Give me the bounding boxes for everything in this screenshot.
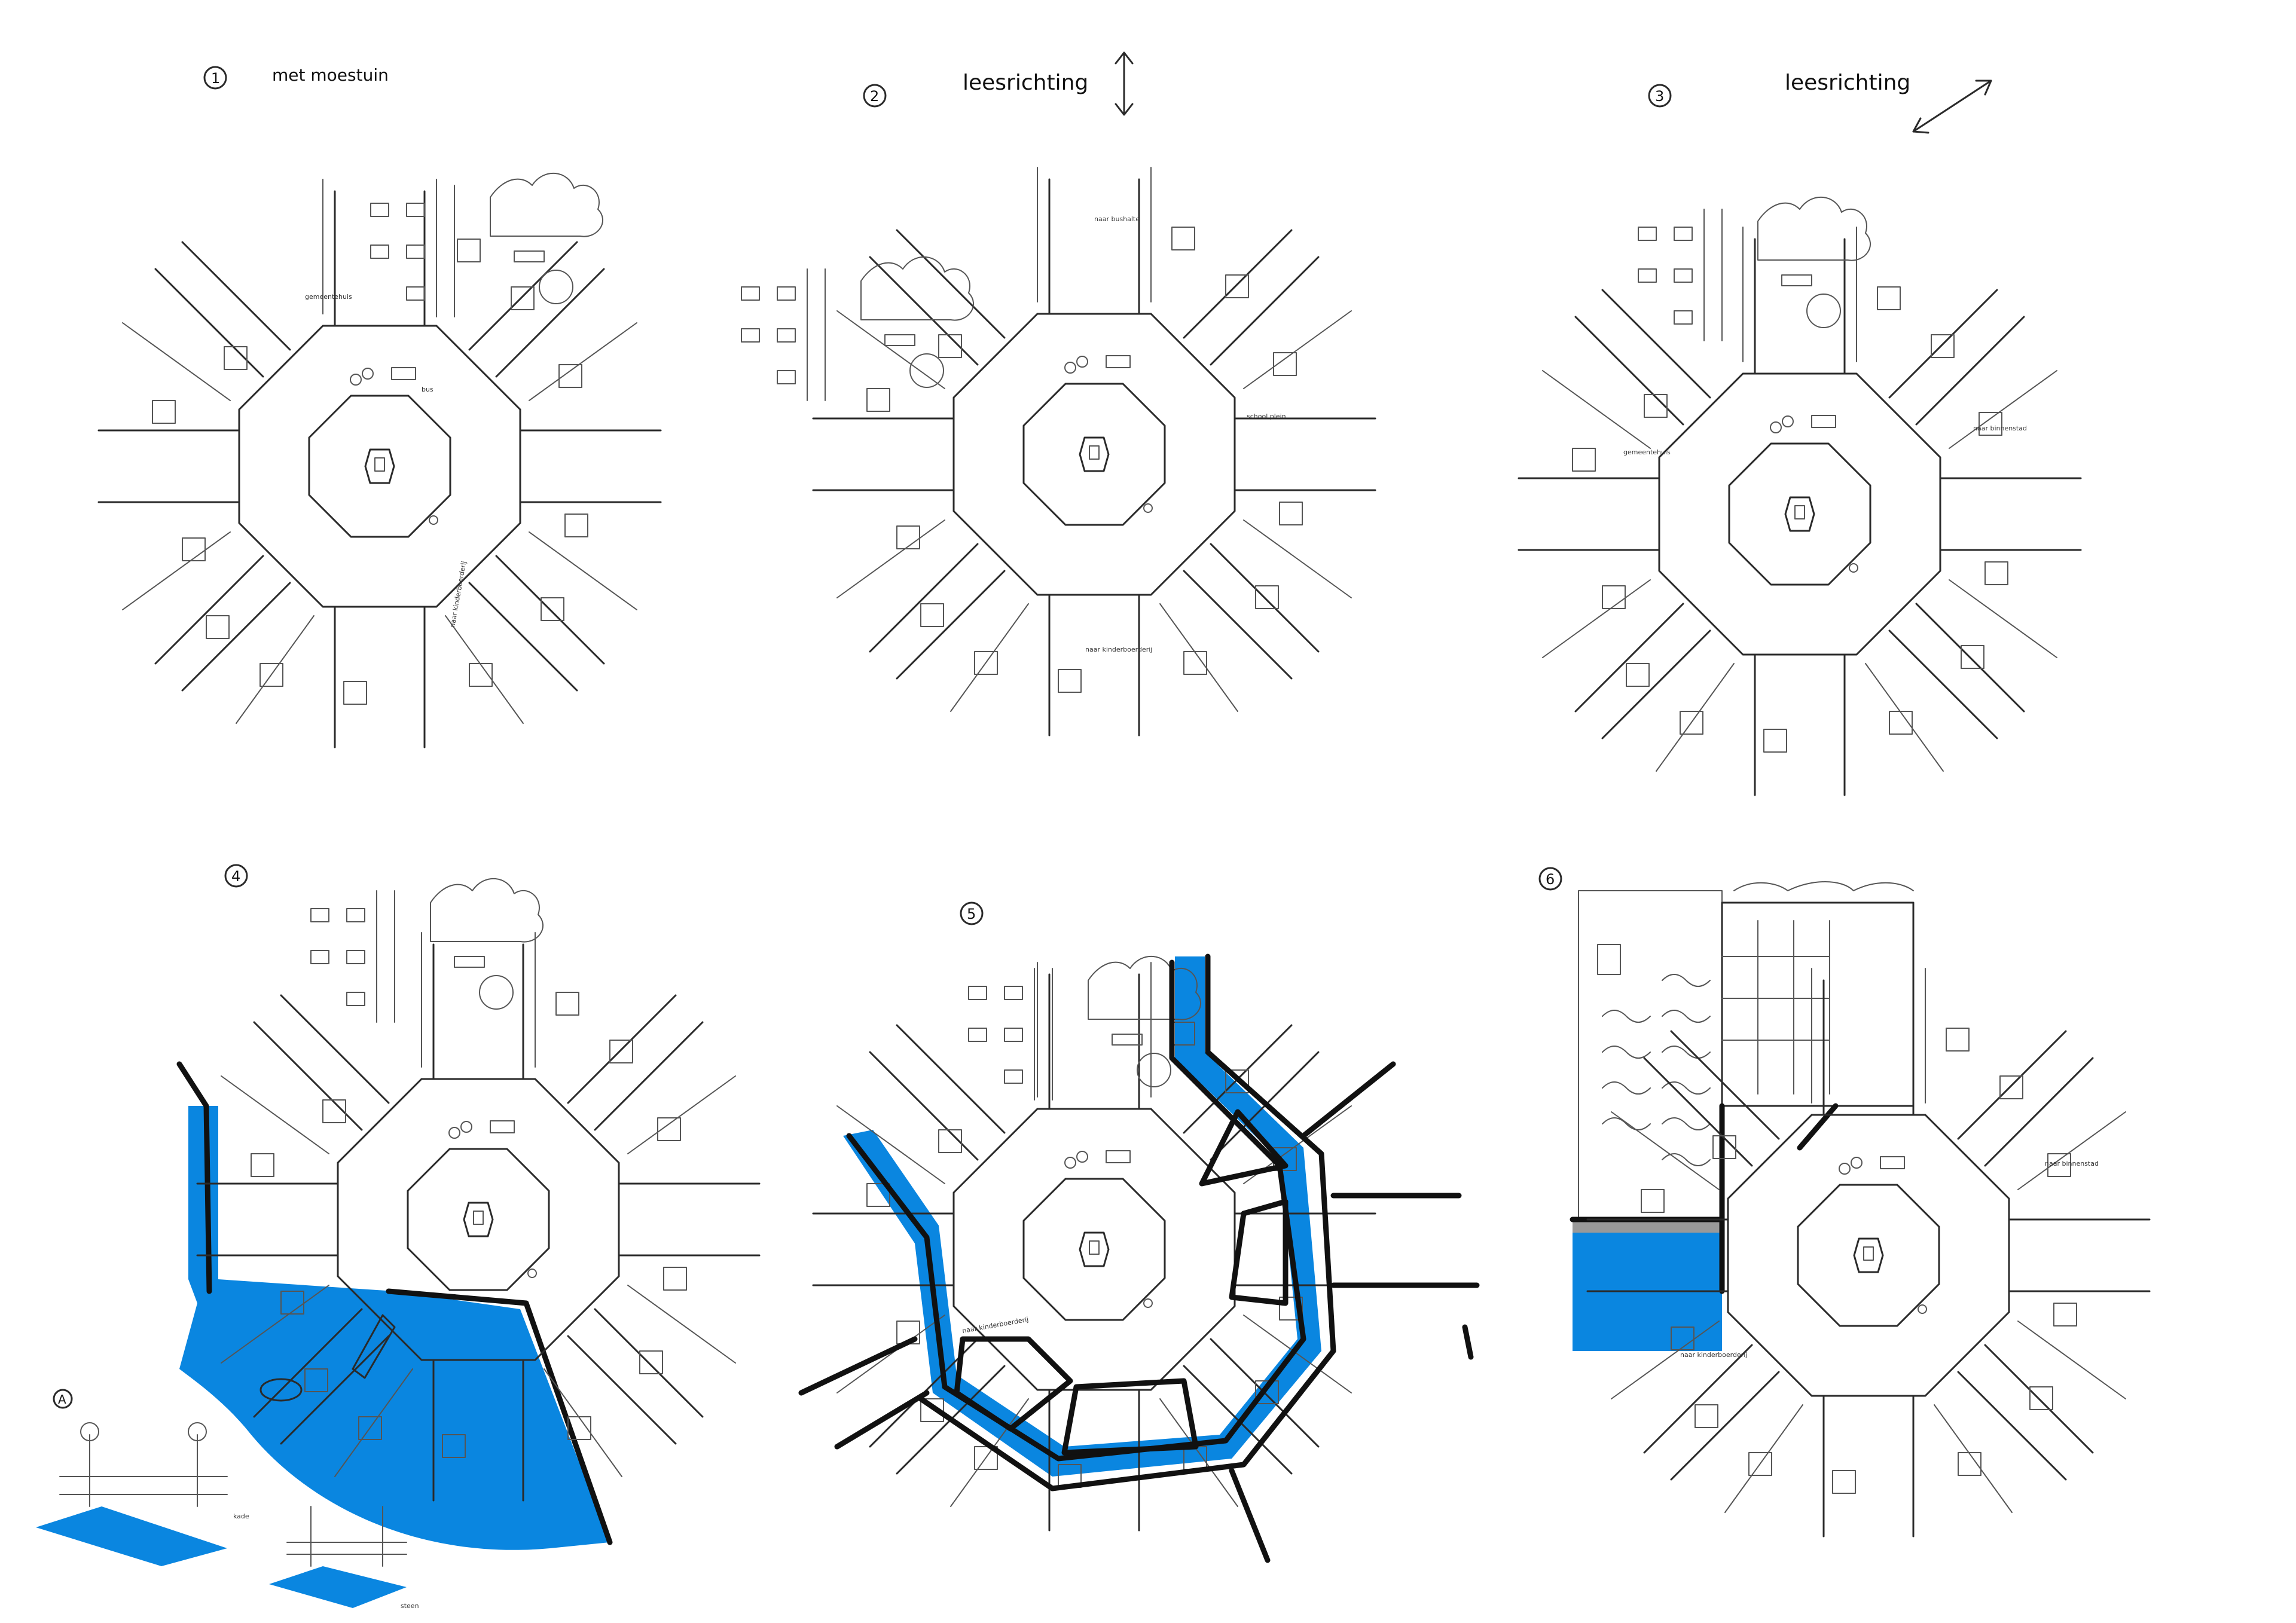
- panel-4-inset-quay-water: [36, 1506, 227, 1566]
- panel-2-naar-kinderboerderij: naar kinderboerderij: [1085, 646, 1152, 653]
- panel-4-inset-kade: kade: [233, 1512, 249, 1520]
- panel-2-naar-bushalte: naar bushalte: [1094, 215, 1140, 223]
- panel-1-vegetable-garden: [370, 172, 604, 317]
- panel-1-roundabout: [97, 178, 662, 748]
- panel-1-gemeentehuis: gemeentehuis: [305, 293, 352, 301]
- panel-5: 5 naar kinderboerderij: [798, 901, 1480, 1563]
- panel-1-number-badge: [203, 66, 227, 90]
- panel-2-caption: leesrichting: [963, 71, 1088, 95]
- panel-2: 2 leesrichting naar bushalte naar kinder…: [741, 51, 1376, 736]
- panel-2-vegetable-garden: [741, 256, 975, 401]
- panel-2-schoolplein: school plein: [1247, 412, 1286, 420]
- panel-1-number: 1: [211, 70, 220, 87]
- panel-4-inset-steen: steen: [401, 1602, 419, 1610]
- panel-3-reading-direction-arrow-icon: [1912, 80, 1992, 134]
- panel-4-boat-icon: [259, 1378, 303, 1402]
- panel-2-number-badge: [863, 84, 887, 108]
- panel-1-caption: met moestuin: [272, 65, 389, 85]
- panel-2-number: 2: [870, 88, 879, 105]
- panel-6-naar-kinderboerderij: naar kinderboerderij: [1680, 1351, 1747, 1359]
- panel-3-number-badge: [1648, 84, 1672, 108]
- panel-1-naar-kinderboerderij: naar kinderboerderij: [448, 561, 468, 628]
- panel-3: 3 leesrichting naar binnenstad gemeenteh…: [1518, 71, 2082, 796]
- panel-6-number: 6: [1546, 871, 1555, 888]
- panel-5-naar-kinderboerderij: naar kinderboerderij: [961, 1316, 1029, 1335]
- panel-6-naar-binnenstad: naar binnenstad: [2045, 1160, 2099, 1167]
- panel-3-caption: leesrichting: [1785, 71, 1910, 95]
- panel-6-number-badge: [1538, 867, 1562, 891]
- panel-3-roundabout: [1518, 226, 2082, 796]
- panel-4-inset-a-badge: [53, 1389, 73, 1409]
- panel-4-vegetable-garden: [310, 878, 544, 1023]
- panel-5-number: 5: [967, 906, 976, 922]
- panel-4-boat-icon-2: [352, 1314, 396, 1379]
- panel-5-vegetable-garden: [968, 955, 1202, 1101]
- panel-1: 1 met moestuin gemeentehuis bus naar kin…: [97, 65, 662, 748]
- panel-2-reading-direction-arrow-icon: [1115, 51, 1134, 116]
- panel-4-number: 4: [231, 868, 240, 885]
- panel-3-number: 3: [1655, 88, 1664, 105]
- panel-3-gemeentehuis: gemeentehuis: [1623, 448, 1671, 456]
- panel-6: 6 naar binnenstad naar kinderboerderij: [1538, 867, 2151, 1538]
- panel-4-inset-a: A: [58, 1392, 66, 1407]
- panel-4: 4 A kade steen: [36, 864, 761, 1610]
- panel-1-bus: bus: [422, 386, 433, 393]
- panel-4-inset-water-small: [269, 1566, 407, 1608]
- panel-4-number-badge: [224, 864, 248, 888]
- panel-3-naar-binnenstad: naar binnenstad: [1973, 424, 2027, 432]
- panel-5-number-badge: [960, 901, 984, 925]
